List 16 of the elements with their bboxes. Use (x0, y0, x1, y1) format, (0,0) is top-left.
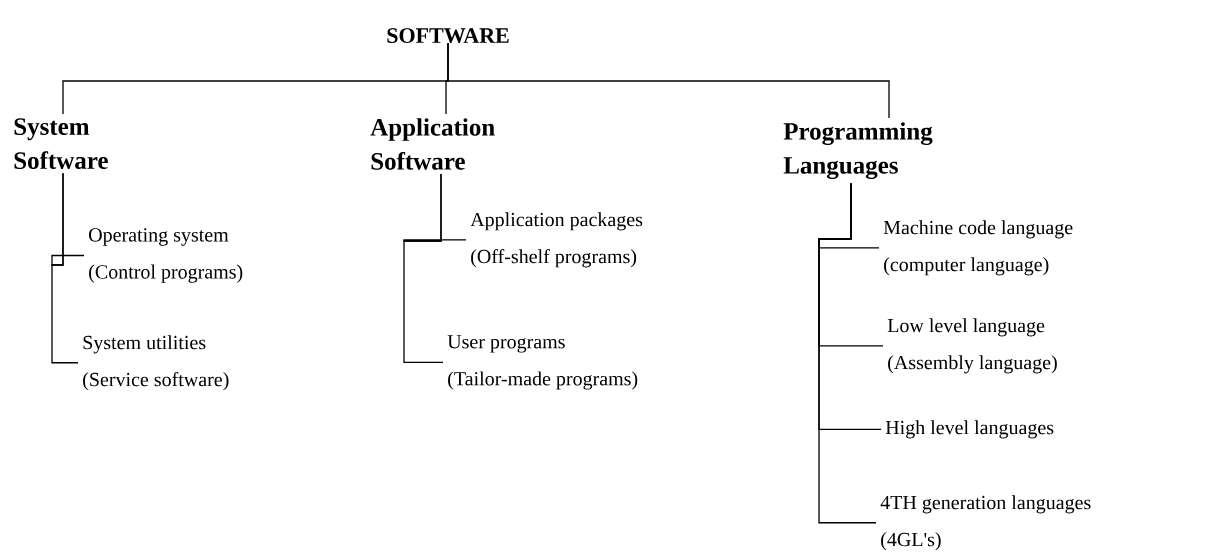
connector-line (818, 182, 877, 524)
connector-line (447, 42, 890, 119)
item-text: User programs (Tailor-made programs) (447, 335, 638, 390)
item-text: Machine code language (computer language) (883, 220, 1073, 276)
item-text: Low level language (Assembly language) (887, 318, 1057, 374)
item-text: 4TH generation languages (4GL's) (880, 495, 1091, 551)
category-heading: Application Software (370, 118, 495, 170)
item-text: Application packages (Off-shelf programs) (470, 212, 643, 268)
category-heading: System Software (14, 118, 108, 169)
item-text: Operating system (Control programs) (89, 228, 243, 283)
category-heading: Programming Languages (783, 122, 933, 180)
root-heading: SOFTWARE (387, 28, 509, 44)
connector-line (403, 173, 444, 364)
item-text: System utilities (Service software) (83, 335, 229, 391)
connector-line (51, 172, 79, 364)
item-text: High level languages (885, 420, 1054, 439)
